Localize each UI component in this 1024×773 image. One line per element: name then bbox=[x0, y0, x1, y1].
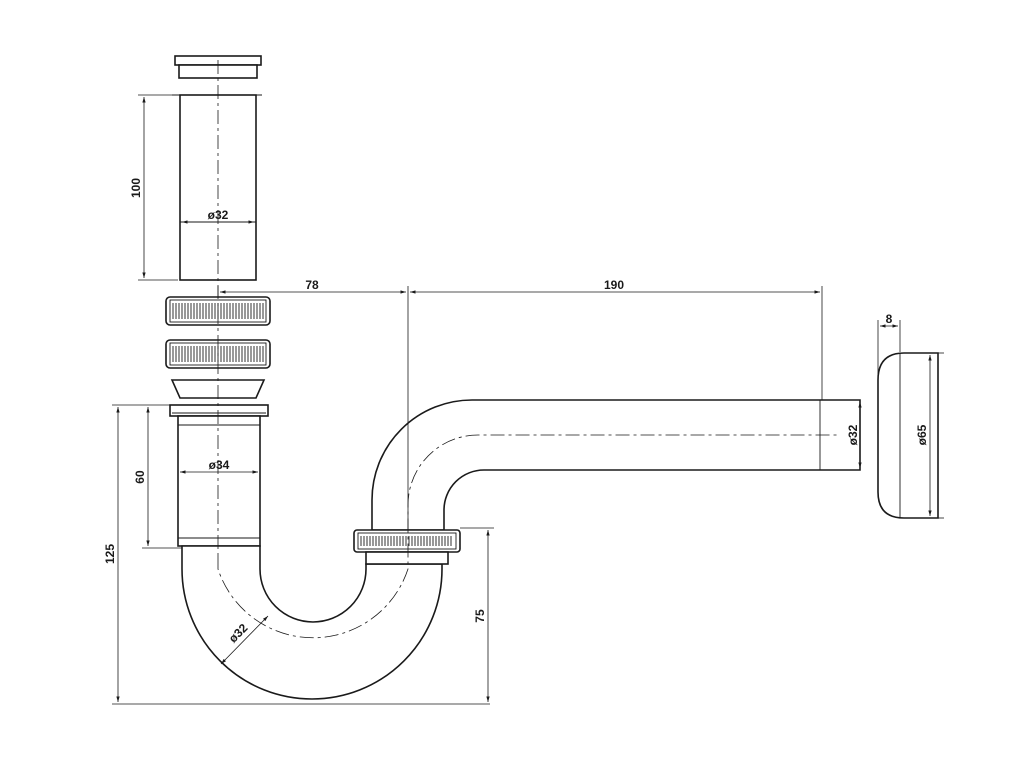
union-nut bbox=[353, 529, 461, 565]
knurl-lower-nut bbox=[172, 346, 264, 362]
u-bend-pipe bbox=[181, 545, 443, 700]
dim-label-wall-pipe-length: 190 bbox=[604, 278, 624, 292]
dim-label-tube-length: 100 bbox=[129, 178, 143, 198]
dim-label-trap-depth: 75 bbox=[473, 609, 487, 623]
dim-label-total-height: 125 bbox=[103, 544, 117, 564]
tailpiece-tube bbox=[172, 55, 262, 281]
dim-label-wall-pipe-diameter: ø32 bbox=[846, 424, 860, 445]
trap-collar bbox=[169, 404, 269, 547]
dim-label-collar-height: 60 bbox=[133, 470, 147, 484]
dim-label-horizontal-offset: 78 bbox=[305, 278, 319, 292]
dim-label-tube-diameter: ø32 bbox=[208, 208, 229, 222]
dimension-lines bbox=[112, 94, 944, 705]
dim-label-flange-thickness: 8 bbox=[886, 312, 893, 326]
dim-label-collar-diameter: ø34 bbox=[209, 458, 230, 472]
wall-flange bbox=[877, 352, 939, 519]
outlet-pipe bbox=[371, 399, 861, 531]
knurl-union-nut bbox=[360, 536, 452, 546]
dim-label-flange-diameter: ø65 bbox=[915, 424, 929, 445]
centerlines bbox=[217, 60, 840, 639]
knurl-upper-nut bbox=[172, 303, 264, 319]
